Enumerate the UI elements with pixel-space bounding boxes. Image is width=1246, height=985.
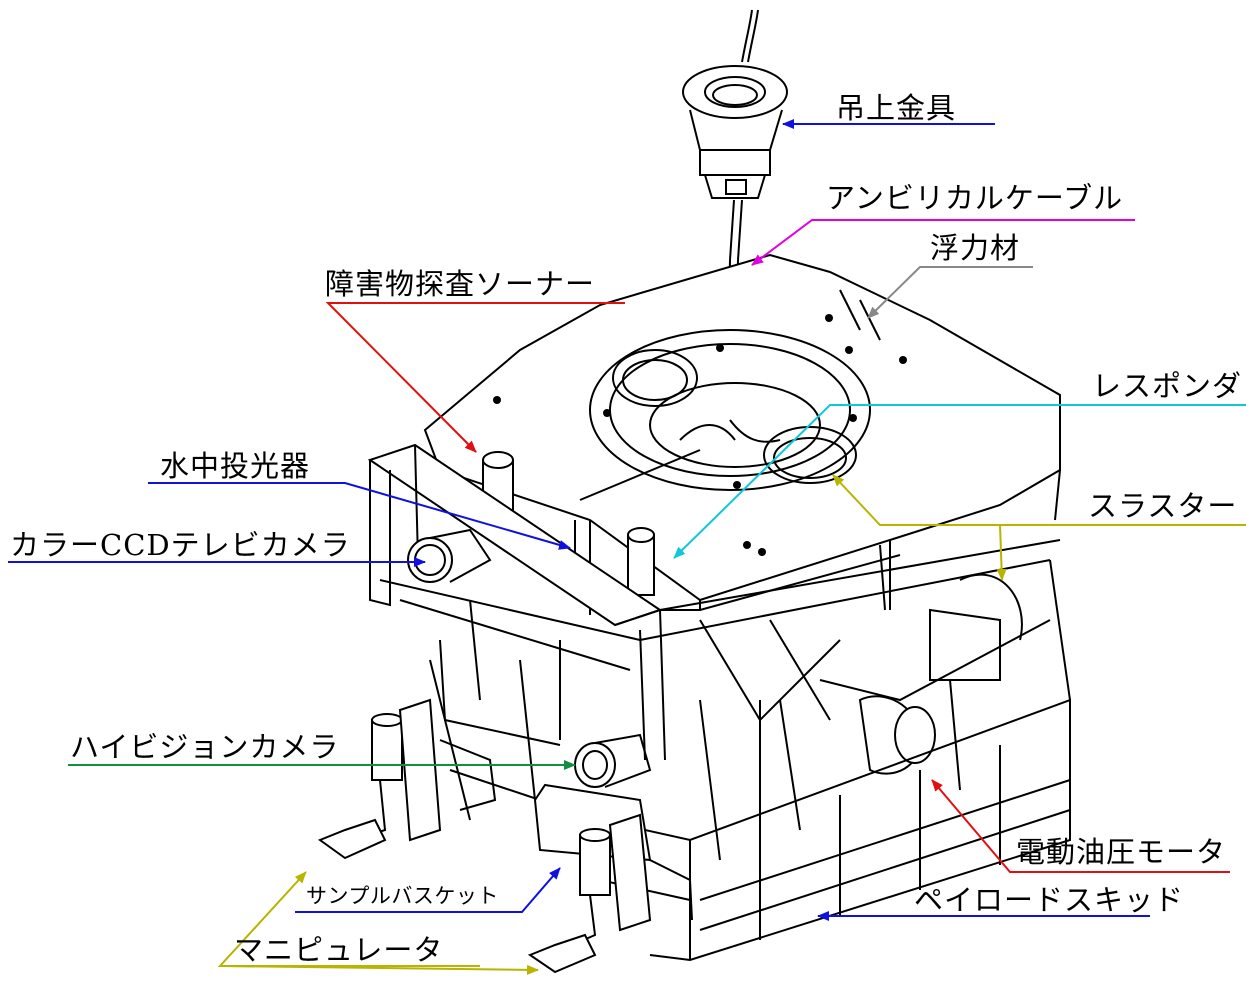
label-payload-skid: ペイロードスキッド [914,883,1185,917]
label-thruster: スラスター [1088,489,1238,523]
label-color-ccd-camera: カラーCCDテレビカメラ [10,528,351,562]
label-buoyancy-material: 浮力材 [930,231,1021,265]
label-obstacle-sonar: 障害物探査ソーナー [325,267,596,301]
label-transponder: レスポンダ [1092,369,1243,403]
leader-hydraulic-motor [931,779,1230,873]
leader-transponder [673,404,1246,559]
rov-body-drawing [317,9,1071,974]
label-umbilical-cable: アンビリカルケーブル [826,181,1124,215]
leader-thruster-a [832,474,1246,526]
label-lifting-fitting: 吊上金具 [836,91,957,125]
label-sample-basket: サンプルバスケット [306,884,499,908]
label-hydraulic-motor: 電動油圧モータ [1016,835,1227,869]
leader-thruster-b [996,524,1007,581]
leader-obstacle-sonar [325,302,625,453]
leader-manipulator-b [219,964,539,975]
label-manipulator: マニピュレータ [234,933,444,967]
label-underwater-light: 水中投光器 [160,449,311,483]
leader-sample-basket [295,867,561,913]
label-hdtv-camera: ハイビジョンカメラ [70,730,340,764]
leader-lines [8,119,1246,975]
leader-underwater-light [148,482,571,550]
leader-umbilical-cable [751,219,1135,266]
leader-buoyancy [867,266,1033,319]
